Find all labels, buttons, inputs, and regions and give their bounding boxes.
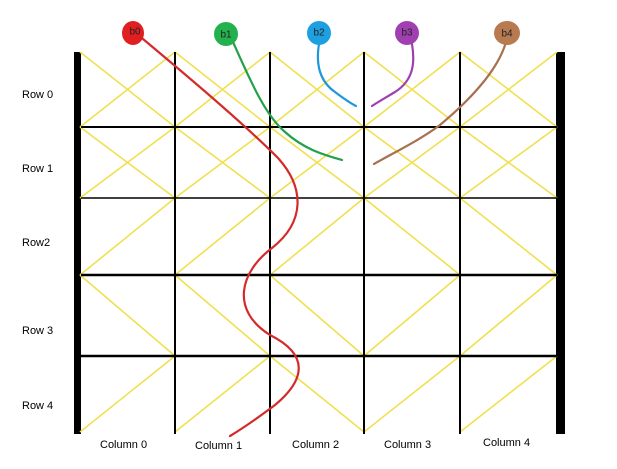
ball-b3-path [370, 42, 415, 108]
column-label-3: Column 3 [384, 439, 431, 451]
column-label-4: Column 4 [483, 437, 530, 449]
diagonal-lines [79, 51, 558, 433]
ball-b0-path [135, 32, 300, 438]
row-label-4: Row 4 [22, 400, 53, 412]
row-label-0: Row 0 [22, 89, 53, 101]
ball-b1-label: b1 [220, 30, 232, 41]
row-label-1: Row 1 [22, 163, 53, 175]
ball-b0[interactable]: b0 [122, 21, 144, 45]
left-wall [74, 52, 81, 434]
ball-b3[interactable]: b3 [395, 21, 419, 45]
column-label-2: Column 2 [292, 439, 339, 451]
column-label-1: Column 1 [195, 440, 242, 452]
ball-b1[interactable]: b1 [214, 22, 238, 46]
row-label-3: Row 3 [22, 325, 53, 337]
grid-lines [81, 52, 557, 434]
ball-b0-label: b0 [129, 27, 141, 38]
ball-b2-label: b2 [313, 28, 325, 39]
column-label-0: Column 0 [100, 439, 147, 451]
row-label-2: Row2 [22, 237, 50, 249]
ball-b2-path [316, 42, 358, 108]
ball-b1-path [231, 40, 344, 162]
right-wall [556, 52, 565, 434]
ball-b4-label: b4 [501, 29, 513, 40]
ball-b2[interactable]: b2 [307, 21, 331, 45]
ball-b3-label: b3 [401, 28, 413, 39]
ball-b4[interactable]: b4 [494, 21, 520, 45]
ball-b4-path [372, 40, 508, 166]
